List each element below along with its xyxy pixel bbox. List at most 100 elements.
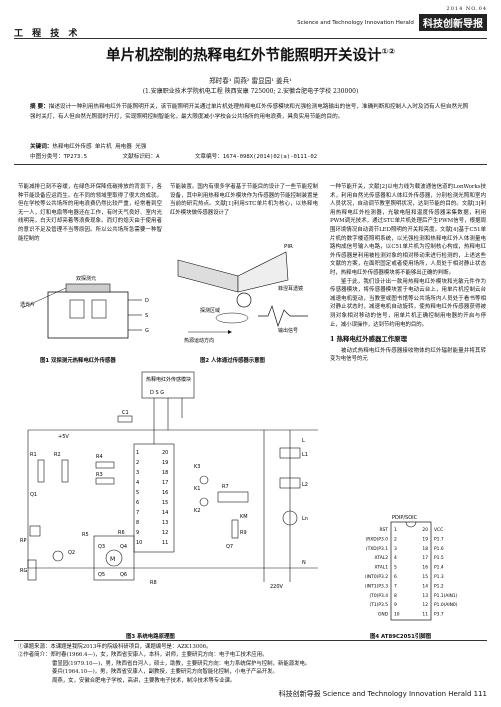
fig4-pin-name-left: GND [378,612,389,618]
figure-2-diagram: PIR 探测区域 热源运动方向 输出信号 菲涅耳透镜 [177,244,308,344]
fig1-label-dual: 双探测元 [76,275,96,282]
fig4-pin-num-left: 7 [394,583,397,589]
fig3-r5: R5 [82,532,89,538]
fig4-package: PDIP/SOIC [392,515,418,521]
fig3-pin-left: 2 [136,460,139,466]
fig3-dsg: D S G [150,390,164,396]
fig3-pin-left: 4 [136,480,139,486]
fig4-pin-name-right: P1.1(AIN1) [434,593,458,599]
fig4-pin-name-right: P1.3 [434,574,444,580]
body-column-1: 节能减排已刻不容缓，在绿色环保降低碳排放的背景下，各种节能设备应运而生。在不同的… [18,184,162,242]
fig3-rp: RP [20,538,27,544]
fig4-pin-name-right: P1.5 [434,555,444,561]
col3-para-1: 一种节能开关，文献[2]以电力线为载波通信信道的LonWorks技术，利用自然光… [330,184,486,276]
section-label: 工 程 技 术 [14,29,81,39]
abstract-rule [14,164,487,165]
footnote-rule [14,640,487,641]
abstract-text: 描述设计一种利用热释电红外节能照明开关，该节能照明开关通过单片机处理热释电红外传… [30,104,469,120]
fig4-pin-num-left: 8 [394,593,397,599]
fig3-pin-right: 11 [162,540,168,546]
fig4-pin-num-right: 13 [422,593,428,599]
paper-title: 单片机控制的热释电红外节能照明开关设计①② [0,44,501,65]
fig4-pin-num-left: 9 [394,602,397,608]
fig3-sensor-label: 热释电红外传感模块 [146,376,191,383]
fig3-r4: R4 [96,454,103,460]
fig4-pin-num-right: 19 [422,536,428,542]
fig4-pin-name-right: P3.7 [434,612,444,618]
figure-4-caption: 图4 AT89C2051引脚图 [370,634,432,640]
fig4-pin-num-right: 15 [422,574,428,580]
fig2-label-out: 输出信号 [278,327,298,334]
body-column-2: 节能装置。国内有很多学者基于节能目的设计了一些节能控制设备，其中利用热释电红外模… [170,184,318,216]
fig4-pin-name-right: P1.2 [434,583,444,589]
fig4-pin-num-left: 10 [394,612,400,618]
fig3-pin-right: 15 [162,500,168,506]
fig3-pin-right: 19 [162,460,168,466]
fig3-q3: Q3 [98,544,105,550]
fig3-k2: K2 [194,508,200,514]
fig3-r9: R9 [240,530,247,536]
fig4-pin-num-right: 12 [422,602,428,608]
fig3-q1: Q1 [30,492,37,498]
doc-code: 文献标识码：A [122,154,160,160]
fig3-q2: Q2 [68,550,75,556]
fig3-l: L [302,438,305,444]
fig4-pin-num-right: 14 [422,583,428,589]
fig4-pin-name-left: XTAL1 [374,565,388,571]
abstract-label: 摘 要： [30,104,49,110]
fig3-km: KM [240,514,248,520]
fig2-label-detect: 探测区域 [200,307,220,314]
fig4-pin-name-left: (T1)P3.5 [369,602,388,608]
fig2-label-move: 热源运动方向 [184,337,214,344]
fig3-k1: K1 [194,486,200,492]
footnote-4: 姜兵(1964.10—)，男，陕西省安康人，副教授，主要研究方向智能化控制，小电… [52,669,278,676]
fig4-pin-num-right: 17 [422,555,428,561]
fig4-pin-name-left: (INT0)P3.2 [365,574,388,580]
fig4-pin-num-left: 1 [394,527,397,533]
fig3-k3: K3 [194,464,200,470]
fig3-pin-left: 8 [136,520,139,526]
fig3-pin-right: 16 [162,490,168,496]
fig4-pin-name-right: VCC [434,527,443,533]
fig4-pin-num-right: 16 [422,565,428,571]
fig4-pin-num-left: 5 [394,565,397,571]
fig3-l2: L2 [302,482,308,488]
fig4-pin-name-right: P1.6 [434,546,444,552]
footnote-3: 雷显园(1979.10—)，男，陕西省白河人，硕士，助教，主要研究方向：电力系统… [52,660,311,667]
fig4-pin-name-left: (T0)P3.4 [369,593,388,599]
body-column-3: 一种节能开关，文献[2]以电力线为载波通信信道的LonWorks技术，利用自然光… [330,183,486,364]
fig4-pin-name-left: XTAL2 [374,555,388,561]
fig3-r3: R3 [96,472,103,478]
figure-2-caption: 图2 人体通过传感器示意图 [200,358,265,364]
fig4-pin-name-left: (INT1)P3.3 [365,583,388,589]
footnote-5: 周燕，女，安徽合肥电子学校，高讲，主要教电子技术，制冷技术等专业课。 [52,677,236,684]
fig2-label-lens: 菲涅耳透镜 [278,285,303,292]
section-heading-1: 1 热释电红外感器工作原理 [330,335,407,344]
fig3-r8: R8 [150,580,157,586]
journal-header: 2014 NO.04 Science and Technology Innova… [297,6,487,31]
title-footnote-marks: ①② [381,47,396,57]
fig3-motor: M [110,556,115,563]
fig2-label-pir: PIR [284,244,293,250]
fig3-ln: Ln [302,516,308,522]
affiliation: (1.安康职业技术学院机电工程 陕西安康 725000; 2.安徽合肥电子学校 … [142,88,359,95]
journal-name-cn: 科技创新导报 [419,14,487,31]
col3-para-3: 被动式热释电红外传感器接收物体的红外辐射能量并将其转变为电信号的元 [330,347,486,363]
keywords-text: 热释电红外传感 单片机 用电器 光强 [52,144,147,150]
fig4-pin-name-right: P1.0(AIN0) [434,602,458,608]
fig4-pin-num-left: 4 [394,555,397,561]
figure-1-diagram: 透光片 双探测元 D S G [20,275,149,339]
fig3-pin-right: 14 [162,510,168,516]
fig3-pin-left: 1 [136,450,139,456]
fig3-c1: C1 [122,410,129,416]
footnotes: ①课题来源：本课题是我院2013年的院级科研项目，课题编号是：AZK13006。… [18,643,483,685]
article-number: 文章编号：1674-098X(2014)02(a)-0111-02 [194,154,318,160]
fig3-n: N [302,560,306,566]
fig3-pin-right: 12 [162,530,168,536]
fig1-label-d: D [145,298,149,304]
fig3-pin-left: 9 [136,530,139,536]
figure-1-caption: 图1 双探测元热释电红外传感器 [40,358,116,364]
abstract: 摘 要：描述设计一种利用热释电红外节能照明开关，该节能照明开关通过单片机处理热释… [30,103,471,122]
fig1-label-window: 透光片 [20,301,35,308]
fig3-pin-left: 3 [136,470,139,476]
